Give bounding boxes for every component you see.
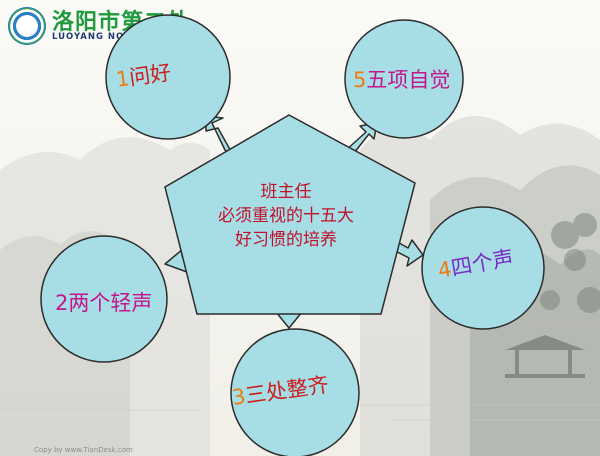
node-5-number: 5 (353, 68, 367, 92)
node-5-circle (344, 19, 464, 139)
watermark: Copy by www.TianDesk.com (34, 446, 133, 454)
center-line-1: 班主任 (260, 182, 312, 202)
node-5-label: 5五项自觉 (353, 64, 450, 94)
center-title: 班主任 必须重视的十五大 好习惯的培养 (188, 180, 384, 252)
school-logo (8, 7, 46, 45)
node-2-circle (40, 235, 168, 363)
node-2-label: 2两个轻声 (55, 287, 152, 317)
node-1-circle (105, 14, 231, 140)
center-line-3: 好习惯的培养 (235, 230, 337, 250)
node-4-circle (421, 206, 545, 330)
node-5-text: 五项自觉 (366, 68, 451, 92)
node-2-text: 两个轻声 (68, 291, 153, 315)
node-3-circle (230, 328, 360, 456)
center-line-2: 必须重视的十五大 (218, 206, 354, 226)
center-pentagon (164, 114, 416, 315)
node-2-number: 2 (55, 291, 69, 315)
node-1-text: 问好 (127, 60, 173, 91)
school-english-name: LUOYANG NO.2 FO (52, 32, 155, 42)
